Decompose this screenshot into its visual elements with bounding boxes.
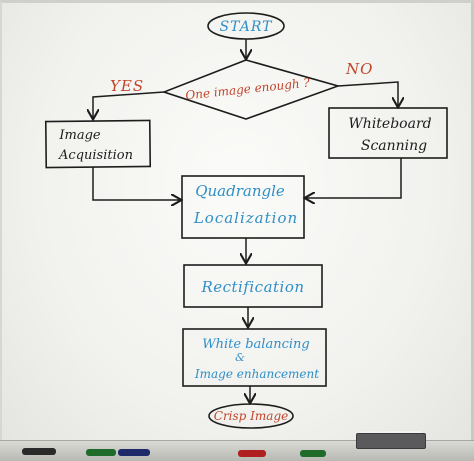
white-balancing-label-line1: White balancing xyxy=(202,337,309,352)
decision-node xyxy=(161,59,341,120)
end-node xyxy=(208,403,294,429)
decision-label: One image enough ? xyxy=(185,75,311,102)
arrow-acquisition-to-quadrangle xyxy=(92,167,180,200)
start-label: START xyxy=(220,19,274,35)
no-label: NO xyxy=(345,60,373,78)
white-balancing-label-line2: Image enhancement xyxy=(194,367,319,381)
marker-green-2 xyxy=(300,450,326,457)
arrow-scanning-to-quadrangle xyxy=(306,158,402,198)
marker-black xyxy=(22,448,56,455)
whiteboard-scanning-label-line1: Whiteboard xyxy=(348,116,431,132)
marker-tray xyxy=(0,440,474,461)
arrow-no-branch xyxy=(337,81,398,106)
yes-label: YES xyxy=(110,77,144,95)
rectification-node xyxy=(183,264,323,308)
marker-blue xyxy=(118,449,150,456)
quadrangle-localization-label-line1: Quadrangle xyxy=(195,182,285,200)
marker-green xyxy=(86,449,116,456)
whiteboard-scanning-label-line2: Scanning xyxy=(361,138,427,154)
image-acquisition-label-line1: Image xyxy=(58,128,101,143)
whiteboard-scanning-node xyxy=(328,107,448,159)
rectification-label: Rectification xyxy=(200,278,304,296)
eraser[interactable] xyxy=(356,433,426,449)
white-balancing-label-amp: & xyxy=(235,351,245,364)
end-label: Crisp Image xyxy=(214,409,288,423)
arrow-yes-branch xyxy=(93,91,165,118)
white-balancing-node xyxy=(182,328,327,387)
image-acquisition-label-line2: Acquisition xyxy=(58,148,133,163)
marker-red xyxy=(238,450,266,457)
quadrangle-localization-node xyxy=(181,175,305,239)
quadrangle-localization-label-line2: Localization xyxy=(193,209,298,227)
image-acquisition-node xyxy=(44,119,152,169)
